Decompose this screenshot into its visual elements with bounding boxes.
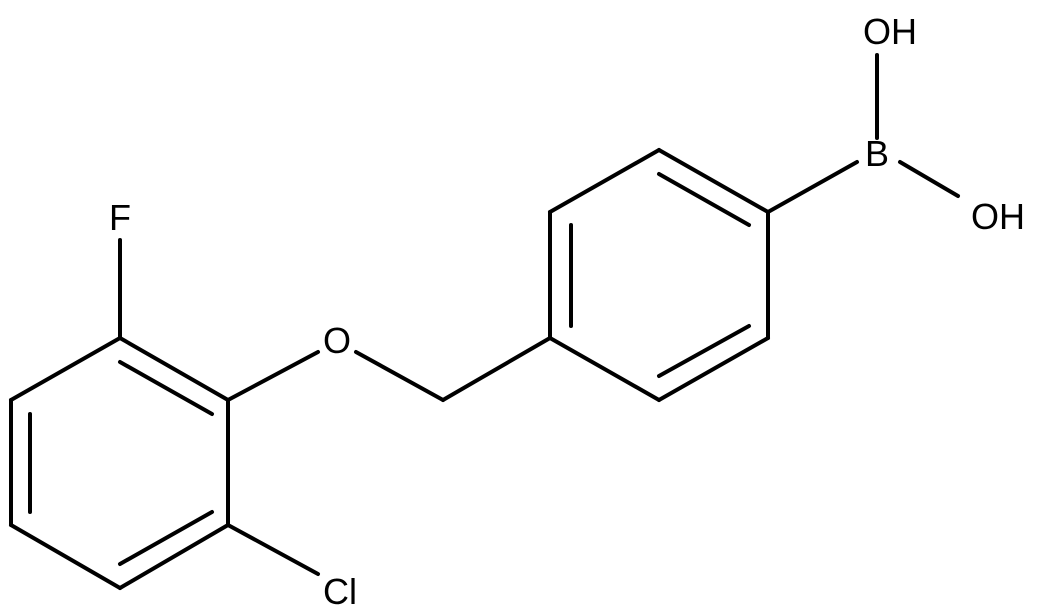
atom-label-oxygen: O <box>323 320 351 361</box>
bond-b-oh-right <box>898 160 960 198</box>
bond-c3-c4 <box>118 523 230 590</box>
bond-c3-c4-inner <box>118 510 214 566</box>
bond-ch2-c <box>441 336 552 402</box>
bond-c6-c1 <box>9 336 122 402</box>
bond-c1-c2-inner <box>118 360 214 416</box>
bond-r5-r6 <box>657 336 770 402</box>
atom-label-oh-right: OH <box>971 196 1025 237</box>
bond-r3-r4 <box>657 148 770 214</box>
bond-c-b <box>766 160 859 214</box>
bond-c-o <box>226 350 320 402</box>
bond-r5-r6-inner <box>657 324 751 378</box>
bond-r2-r3 <box>548 148 661 214</box>
bond-r6-r1 <box>548 336 661 402</box>
atom-label-oh-top: OH <box>863 11 917 52</box>
bond-c-cl <box>226 523 320 576</box>
phenyl-ring <box>548 148 770 402</box>
atom-label-fluorine: F <box>109 197 131 238</box>
chlorofluorophenyl-ring <box>9 336 230 590</box>
bond-c4-c5 <box>9 523 122 590</box>
bond-r3-r4-inner <box>657 172 751 227</box>
bond-o-ch2 <box>354 350 445 402</box>
atom-label-chlorine: Cl <box>323 571 357 612</box>
atom-label-boron: B <box>865 133 889 174</box>
bond-c1-c2 <box>118 336 230 402</box>
